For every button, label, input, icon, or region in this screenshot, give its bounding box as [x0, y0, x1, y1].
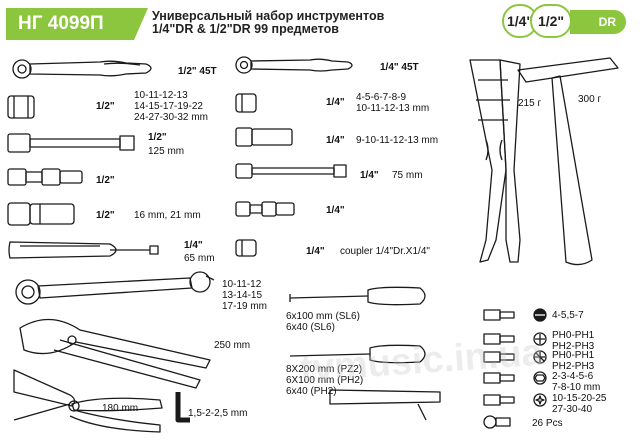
sockets-quarter-line-2: 10-11-12-13 mm [356, 103, 430, 114]
page-title: Универсальный набор инструментов 1/4"DR … [152, 10, 384, 36]
hex-keys-sizes: 1,5-2-2,5 mm [188, 408, 248, 419]
bits-pozidriv-line-1: PH0-PH1 [552, 350, 595, 361]
bits-torx-line-1: 10-15-20-25 [552, 393, 607, 404]
slotted-screwdrivers: 6x100 mm (SL6) 6x40 (SL6) [286, 311, 360, 333]
sockets-half-line-1: 10-11-12-13 [134, 90, 188, 101]
coupler-size: 1/4" [306, 246, 325, 257]
water-pump-pliers-length: 250 mm [214, 340, 251, 351]
sockets-half-line-3: 24-27-30-32 mm [134, 112, 208, 123]
ujoint-half-label: 1/2" [96, 175, 115, 186]
bits-torx-line-2: 27-30-40 [552, 404, 593, 415]
bit-holder-icon [329, 389, 441, 421]
phillips-line-2: 6X100 mm (PH2) [286, 375, 364, 386]
slotted-line-2: 6x40 (SL6) [286, 322, 335, 333]
wrench-line-3: 17-19 mm [222, 301, 268, 312]
driver-quarter-size: 1/4" [184, 240, 203, 251]
ratchet-half-label: 1/2" 45T [178, 66, 217, 77]
bits-phillips: PH0-PH1 PH2-PH3 [552, 330, 594, 352]
ujoint-quarter-icon [235, 201, 295, 217]
product-code-badge: НГ 4099П [6, 8, 148, 40]
title-line-1: Универсальный набор инструментов [152, 9, 385, 23]
sockets-quarter-list: 4-5-6-7-8-9 10-11-12-13 mm [356, 92, 429, 114]
drive-quarter-badge: 1/4" [502, 4, 538, 38]
drive-half-badge: 1/2" [530, 4, 572, 38]
sockets-half-line-2: 14-15-17-19-22 [134, 101, 203, 112]
ujoint-quarter-label: 1/4" [326, 205, 345, 216]
bits-hex-line-2: 7-8-10 mm [552, 382, 601, 393]
bits-count: 26 Pcs [532, 418, 563, 429]
phillips-line-3: 6x40 (PH2) [286, 386, 337, 397]
coupler-description: coupler 1/4"Dr.X1/4" [340, 246, 430, 257]
ratchet-quarter-icon [235, 56, 353, 74]
driver-quarter-length: 65 mm [184, 253, 215, 264]
deep-socket-half-values: 16 mm, 21 mm [134, 210, 201, 221]
wrench-line-2: 13-14-15 [222, 290, 263, 301]
wire-stripper-icon [469, 59, 521, 263]
bits-phillips-line-2: PH2-PH3 [552, 341, 595, 352]
stripper-weight: 215 г [518, 98, 542, 109]
combination-pliers-icon [13, 369, 163, 433]
phillips-line-1: 8X200 mm (PZ2) [286, 364, 363, 375]
ujoint-half-icon [7, 168, 83, 186]
bit-hex-icon [483, 371, 547, 385]
wrench-line-1: 10-11-12 [222, 279, 262, 290]
deep-socket-quarter-size: 1/4" [326, 135, 345, 146]
bit-sl-icon [483, 308, 547, 322]
bit-adapter-icon [483, 415, 511, 429]
extension-quarter-size: 1/4" [360, 170, 379, 181]
sockets-half-list: 10-11-12-13 14-15-17-19-22 24-27-30-32 m… [134, 90, 208, 123]
bits-hex: 2-3-4-5-6 7-8-10 mm [552, 371, 600, 393]
extension-half-size: 1/2" [148, 132, 167, 143]
bits-pozidriv: PH0-PH1 PH2-PH3 [552, 350, 594, 372]
hammer-weight: 300 г [578, 94, 602, 105]
sockets-quarter-size: 1/4" [326, 97, 345, 108]
sockets-quarter-line-1: 4-5-6-7-8-9 [356, 92, 407, 103]
deep-socket-quarter-values: 9-10-11-12-13 mm [356, 135, 439, 146]
hammer-icon [517, 57, 619, 266]
water-pump-pliers-icon [19, 318, 211, 389]
wrench-sizes: 10-11-12 13-14-15 17-19 mm [222, 279, 267, 312]
deep-socket-half-icon [7, 202, 75, 226]
phillips-screwdriver-icon [289, 344, 426, 364]
slotted-screwdriver-icon [289, 286, 426, 306]
extension-quarter-icon [235, 163, 347, 179]
bit-torx-icon [483, 393, 547, 407]
bits-slotted: 4-5,5-7 [552, 310, 584, 321]
drive-suffix-badge: DR [570, 10, 626, 34]
hex-keys-icon [175, 392, 190, 423]
ratchet-half-icon [12, 59, 152, 79]
extension-half-icon [7, 133, 135, 153]
extension-half-length: 125 mm [148, 146, 185, 157]
bit-pz-icon [483, 350, 547, 364]
socket-half-icon [7, 95, 35, 119]
coupler-icon [235, 239, 257, 257]
bits-pozidriv-line-2: PH2-PH3 [552, 361, 595, 372]
deep-socket-half-size: 1/2" [96, 210, 115, 221]
slotted-line-1: 6x100 mm (SL6) [286, 311, 360, 322]
sockets-half-size: 1/2" [96, 101, 115, 112]
bits-phillips-line-1: PH0-PH1 [552, 330, 595, 341]
deep-socket-quarter-icon [235, 127, 293, 147]
bits-torx: 10-15-20-25 27-30-40 [552, 393, 606, 415]
combination-pliers-length: 180 mm [102, 403, 139, 414]
phillips-screwdrivers: 8X200 mm (PZ2) 6X100 mm (PH2) 6x40 (PH2) [286, 364, 363, 397]
socket-quarter-icon [235, 93, 257, 113]
title-line-2: 1/4"DR & 1/2"DR 99 предметов [152, 22, 339, 36]
ratchet-quarter-label: 1/4" 45T [380, 62, 419, 73]
bit-ph-icon [483, 332, 547, 346]
bit-driver-icon [8, 241, 159, 259]
extension-quarter-length: 75 mm [392, 170, 423, 181]
bits-hex-line-1: 2-3-4-5-6 [552, 371, 594, 382]
combination-wrench-icon [15, 271, 215, 305]
